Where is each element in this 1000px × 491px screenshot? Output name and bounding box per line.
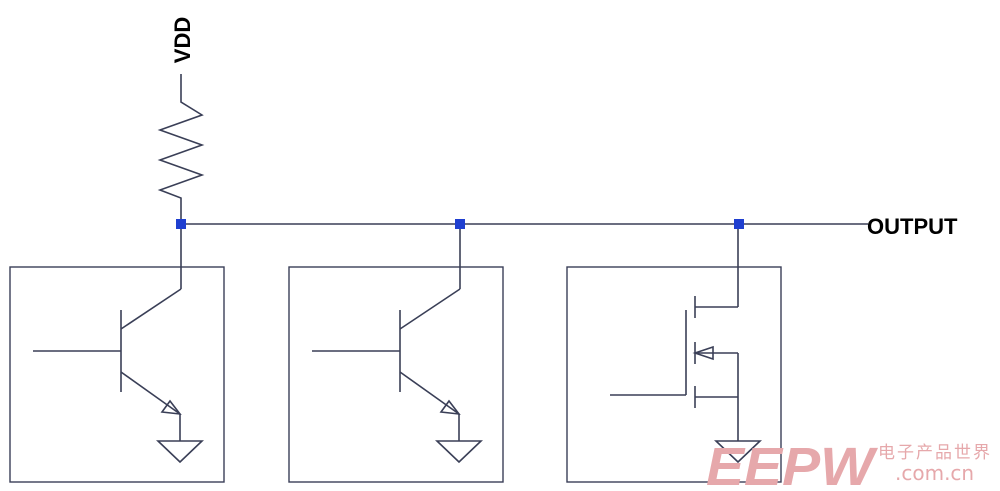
watermark-domain: .com.cn bbox=[895, 461, 974, 485]
vdd-label: VDD bbox=[170, 17, 195, 63]
watermark-tagline: 电子产品世界 bbox=[878, 443, 992, 463]
junction-dot-1 bbox=[176, 219, 186, 229]
nmos-transistor-block bbox=[566, 229, 782, 483]
watermark-brand: EEPW bbox=[706, 437, 878, 491]
junction-dot-2 bbox=[455, 219, 465, 229]
pull-up-resistor bbox=[157, 74, 205, 224]
junction-dot-3 bbox=[734, 219, 744, 229]
output-label: OUTPUT bbox=[867, 214, 958, 239]
npn-transistor-block-2 bbox=[288, 229, 504, 483]
npn-transistor-block-1 bbox=[9, 229, 225, 483]
eepw-watermark: EEPW 电子产品世界 .com.cn bbox=[706, 437, 992, 491]
